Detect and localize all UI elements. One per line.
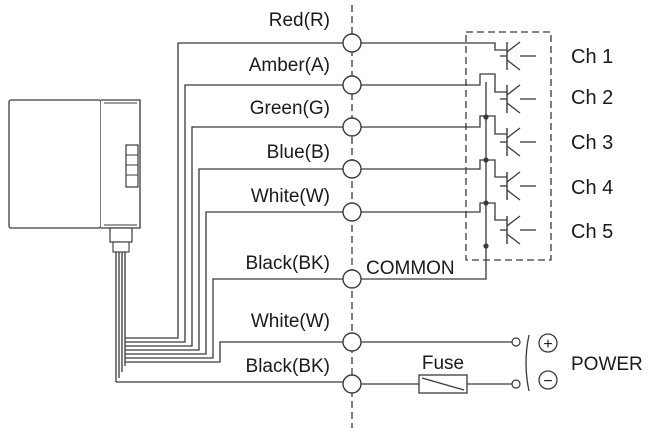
terminal-red xyxy=(342,33,362,53)
wire-label-blue: Blue(B) xyxy=(267,142,330,163)
wire-paths xyxy=(116,42,352,383)
terminal-white-signal xyxy=(342,202,362,222)
channel-label-5: Ch 5 xyxy=(571,221,613,243)
wire-label-white-power: White(W) xyxy=(251,311,330,332)
terminal-green xyxy=(342,117,362,137)
channel-label-1: Ch 1 xyxy=(571,46,613,68)
wire-label-white-signal: White(W) xyxy=(251,186,330,207)
wire-label-red: Red(R) xyxy=(269,10,330,31)
minus-terminal-icon xyxy=(538,370,558,390)
wire-label-green: Green(G) xyxy=(250,98,330,119)
channel-label-4: Ch 4 xyxy=(571,177,613,199)
power-wiring xyxy=(352,334,530,392)
terminal-black-power xyxy=(342,374,362,394)
output-wiring xyxy=(352,42,507,280)
terminal-black-common xyxy=(342,269,362,289)
terminal-blue xyxy=(342,159,362,179)
terminal-blocks xyxy=(342,33,362,394)
wire-label-amber: Amber(A) xyxy=(249,55,330,76)
wire-label-black-power: Black(BK) xyxy=(246,356,330,377)
power-label: POWER xyxy=(571,354,643,375)
channel-label-2: Ch 2 xyxy=(571,87,613,109)
channel-label-3: Ch 3 xyxy=(571,132,613,154)
minus-symbol: − xyxy=(543,373,552,390)
terminal-amber xyxy=(342,75,362,95)
terminal-white-power xyxy=(342,332,362,352)
fuse-label: Fuse xyxy=(422,353,464,374)
common-label: COMMON xyxy=(366,258,455,279)
transistor-output-icon xyxy=(465,31,552,261)
plus-symbol: + xyxy=(543,336,552,353)
fuse-icon xyxy=(418,374,468,394)
plus-terminal-icon xyxy=(538,333,558,353)
wire-label-black-common: Black(BK) xyxy=(246,253,330,274)
controller-device-icon xyxy=(8,99,141,382)
